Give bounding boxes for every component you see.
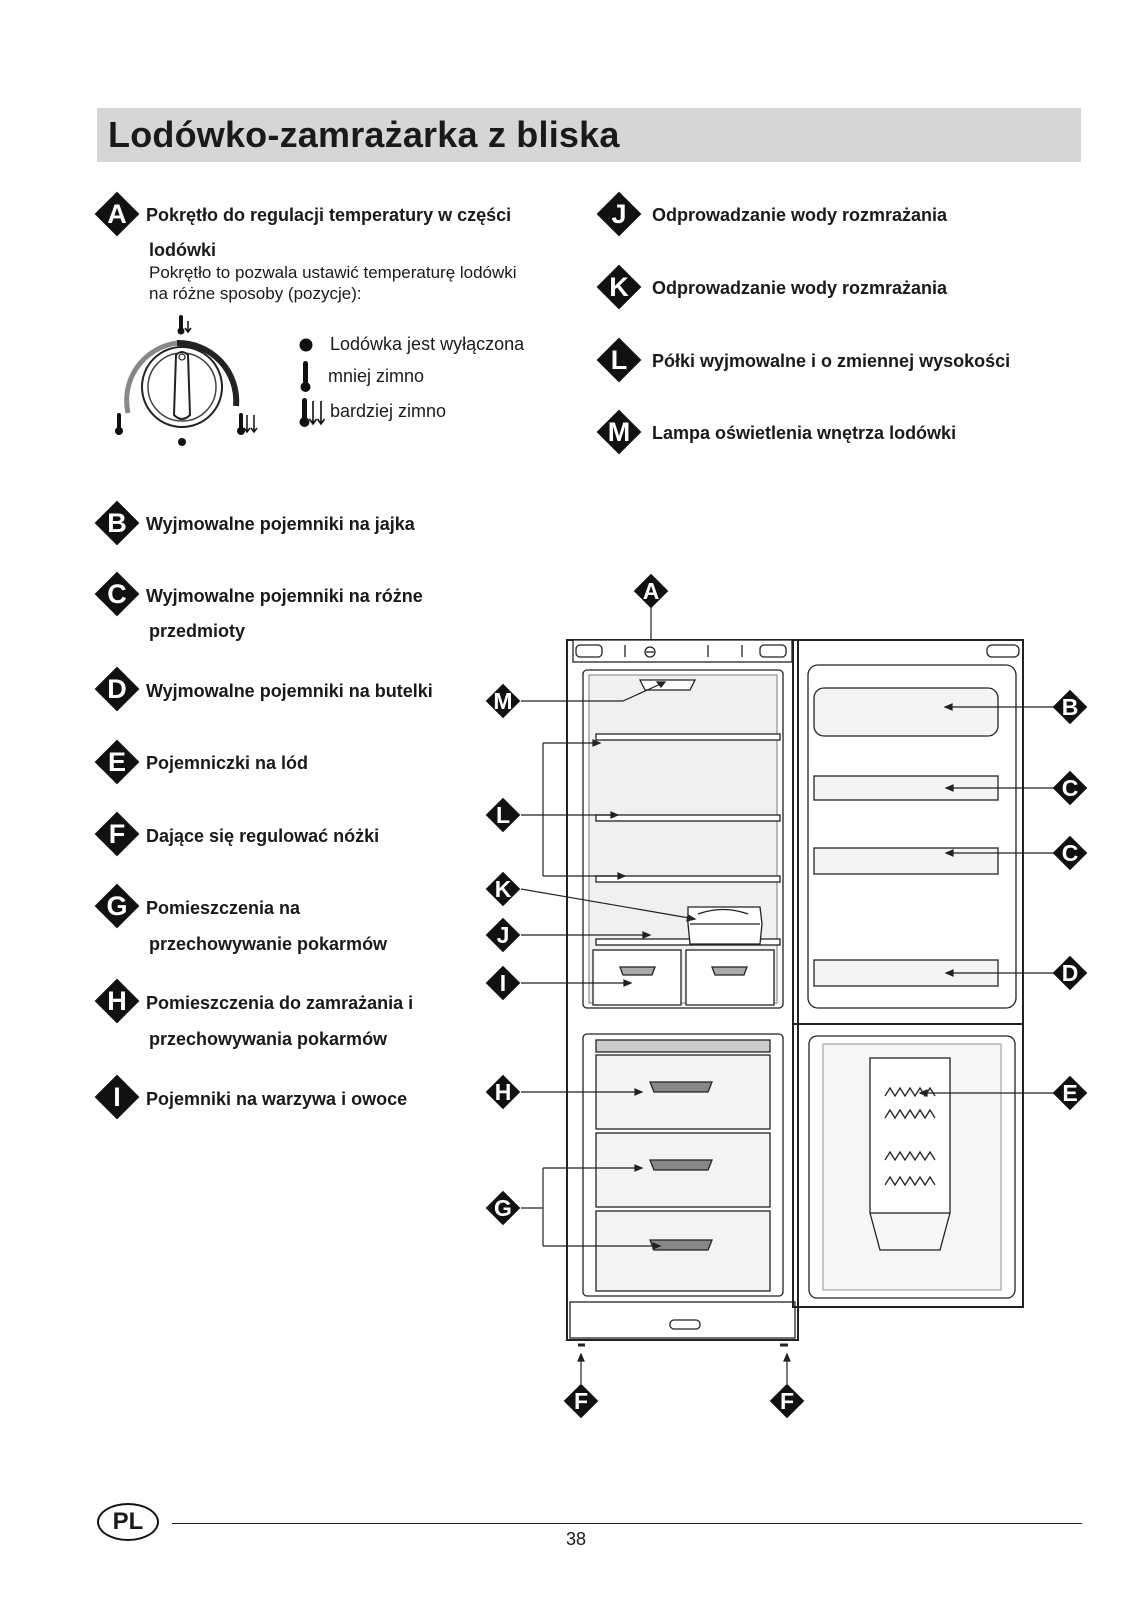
marker-e: E: [94, 739, 140, 785]
item-d-label: Wyjmowalne pojemniki na butelki: [146, 681, 433, 701]
marker-k: K: [596, 264, 642, 310]
item-h-line1: Pomieszczenia do zamrażania i: [146, 993, 414, 1013]
marker-g: G: [94, 883, 140, 929]
item-b-label: Wyjmowalne pojemniki na jajka: [146, 514, 415, 534]
marker-m: M: [596, 409, 642, 455]
marker-d: D: [94, 666, 140, 712]
title-bar: [97, 108, 1081, 162]
marker-l: L: [596, 337, 642, 383]
thermostat-knob-diagram: [115, 315, 258, 446]
item-g-line1: Pomieszczenia na: [146, 898, 301, 918]
diagram-marker-l: L: [485, 797, 521, 833]
diagram-marker-g: G: [485, 1190, 521, 1226]
marker-i: I: [94, 1074, 140, 1120]
diagram-marker-c-1: C: [1052, 770, 1088, 806]
knob-top-symbol: [177, 315, 192, 335]
marker-h: H: [94, 978, 140, 1024]
legend-less-cold: mniej zimno: [328, 366, 425, 386]
diagram-marker-j: J: [485, 917, 521, 953]
diagram-marker-c-2: C: [1052, 835, 1088, 871]
diagram-marker-d: D: [1052, 955, 1088, 991]
marker-b: B: [94, 500, 140, 546]
diagram-marker-b: B: [1052, 689, 1088, 725]
language-badge: PL: [97, 1503, 159, 1541]
diagram-marker-k: K: [485, 871, 521, 907]
diagram-marker-i: I: [485, 965, 521, 1001]
item-a-title-line2: lodówki: [149, 240, 216, 260]
item-j-label: Odprowadzanie wody rozmrażania: [652, 205, 948, 225]
item-k-label: Odprowadzanie wody rozmrażania: [652, 278, 948, 298]
item-l-label: Półki wyjmowalne i o zmiennej wysokości: [652, 351, 1011, 371]
thermometer-icon: [300, 361, 311, 392]
marker-a: A: [94, 191, 140, 237]
item-f-label: Dające się regulować nóżki: [146, 826, 380, 846]
off-dot-icon: [299, 338, 313, 352]
item-g-line2: przechowywanie pokarmów: [149, 934, 388, 954]
item-a-title-line1: Pokrętło do regulacji temperatury w częś…: [146, 205, 512, 225]
diagram-marker-h: H: [485, 1074, 521, 1110]
item-i-label: Pojemniki na warzywa i owoce: [146, 1089, 408, 1109]
diagram-marker-a: A: [633, 573, 669, 609]
thermometer-arrows-icon: [299, 398, 326, 427]
marker-j: J: [596, 191, 642, 237]
knob-right-symbol: [237, 413, 258, 435]
item-m-label: Lampa oświetlenia wnętrza lodówki: [652, 423, 957, 443]
legend-colder: bardziej zimno: [330, 401, 447, 421]
marker-c: C: [94, 571, 140, 617]
item-e-label: Pojemniczki na lód: [146, 753, 309, 773]
diagram-marker-e: E: [1052, 1075, 1088, 1111]
item-a-desc-line1: Pokrętło to pozwala ustawić temperaturę …: [149, 263, 517, 282]
page-title: Lodówko-zamrażarka z bliska: [108, 114, 620, 155]
knob-left-symbol: [115, 413, 123, 435]
marker-f: F: [94, 811, 140, 857]
item-h-line2: przechowywania pokarmów: [149, 1029, 388, 1049]
item-c-line2: przedmioty: [149, 621, 246, 641]
diagram-marker-f-2: F: [769, 1383, 805, 1419]
footer-divider: [172, 1523, 1082, 1524]
item-c-line1: Wyjmowalne pojemniki na różne: [146, 586, 423, 606]
diagram-marker-f-1: F: [563, 1383, 599, 1419]
item-a-desc-line2: na różne sposoby (pozycje):: [149, 284, 362, 303]
diagram-marker-m: M: [485, 683, 521, 719]
legend-off: Lodówka jest wyłączona: [330, 334, 525, 354]
page-number: 38: [566, 1529, 587, 1549]
